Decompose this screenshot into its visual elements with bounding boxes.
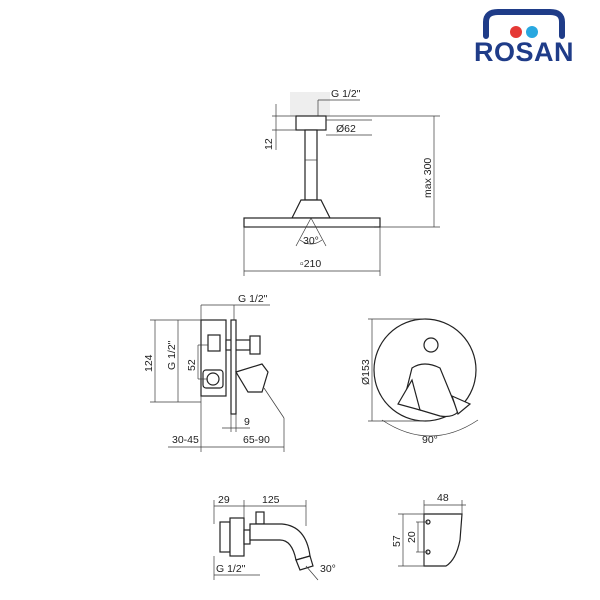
- rotation-label: 90°: [422, 434, 438, 446]
- diverter-knob: [423, 337, 439, 353]
- head-size-label: ▫210: [300, 258, 321, 270]
- mixer-depth-label: 30-45: [172, 434, 199, 446]
- mixer-offset-label: 9: [244, 416, 250, 428]
- holder-width-label: 48: [437, 492, 449, 504]
- flange-height-label: 12: [263, 138, 275, 150]
- mixer-height-label: 124: [143, 354, 155, 372]
- spout-thread-label: G 1/2": [216, 563, 246, 575]
- spout-wall-nut: [219, 521, 231, 553]
- holder-height-label: 57: [391, 535, 403, 547]
- diverter-pin: [255, 511, 265, 525]
- mixer-outlet: [225, 339, 251, 351]
- ball-joint: [291, 199, 331, 219]
- spout-length-a-label: 29: [218, 494, 230, 506]
- mixer-side-thread-label: G 1/2": [166, 340, 178, 370]
- spout-body: [249, 523, 311, 561]
- logo-red-dot-icon: [510, 26, 522, 38]
- spout-angle-label: 30°: [320, 563, 336, 575]
- shower-head-view: G 1/2" Ø62 12 max 300 30° ▫210: [243, 88, 440, 276]
- brand-logo: ROSAN: [474, 9, 574, 64]
- ceiling-flange: [295, 115, 327, 131]
- brand-name: ROSAN: [474, 37, 574, 64]
- holder-view: 48 57 20: [391, 492, 466, 567]
- tilt-angle-label: 30°: [303, 235, 319, 247]
- spout-length-b-label: 125: [262, 494, 280, 506]
- shower-thread-label: G 1/2": [331, 88, 361, 100]
- logo-blue-dot-icon: [526, 26, 538, 38]
- shower-arm-pipe: [304, 129, 318, 201]
- mixer-thread-label: G 1/2": [238, 293, 268, 305]
- spout-view: 29 125 G 1/2" 30°: [213, 494, 336, 581]
- cover-plate: [230, 319, 237, 415]
- mixer-side-view: G 1/2" 124 G 1/2" 52 9 30-45 65-90: [143, 293, 285, 452]
- mixer-front-view: Ø153 90°: [360, 318, 479, 446]
- max-height-label: max 300: [422, 158, 434, 198]
- holder-body: [423, 513, 463, 567]
- holder-spacing-label: 20: [406, 531, 418, 543]
- mixer-handle-range-label: 65-90: [243, 434, 270, 446]
- logo-arch-icon: [483, 9, 565, 39]
- plate-diameter-label: Ø153: [360, 359, 372, 385]
- mixer-handle: [235, 363, 269, 393]
- flange-diameter-label: Ø62: [336, 123, 356, 135]
- mixer-inner-height-label: 52: [186, 359, 198, 371]
